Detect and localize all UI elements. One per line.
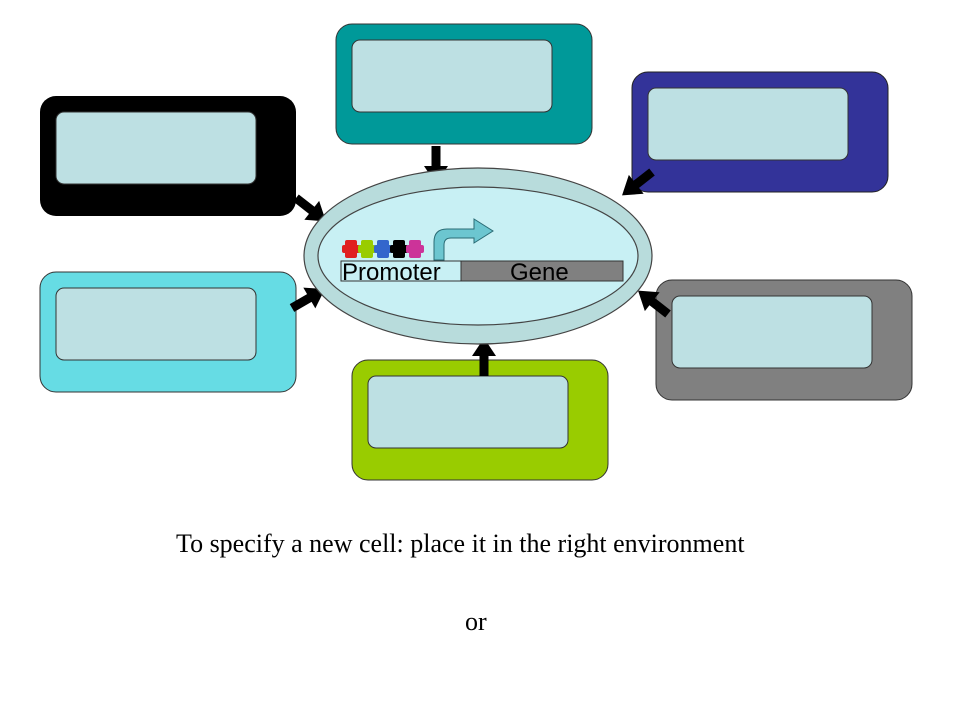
env-box-left-panel [55,287,257,361]
signal-arrow-top-right [622,168,655,196]
blue-site-icon [374,240,392,258]
signal-arrow-top-center-shaft [431,146,441,168]
binding-sites [342,240,424,258]
env-box-top-left-panel [55,111,257,185]
signal-arrow-bottom-center-head [472,338,496,356]
env-box-top-center [335,23,593,145]
magenta-site-icon [406,240,424,258]
magenta-site-bar [406,245,424,253]
signal-arrow-bottom-center [472,338,496,376]
red-site-bar [342,245,360,253]
promoter-label: Promoter [342,259,441,286]
env-box-top-left [40,96,296,216]
black-site-icon [390,240,408,258]
env-box-top-center-panel [351,39,553,113]
env-box-right-panel [671,295,873,369]
transcription-start-arrow-icon [433,218,494,261]
signal-arrow-top-right-head [622,174,644,196]
env-box-left [39,271,297,393]
signal-arrow-top-right-shaft [631,168,655,190]
caption-main: To specify a new cell: place it in the r… [176,529,745,558]
env-box-top-right-panel [647,87,849,161]
signal-arrow-top-left-head [304,200,326,222]
env-box-bottom-center-panel [367,375,569,449]
signal-arrow-right-shaft [647,296,671,318]
signal-arrow-top-left-shaft [293,194,317,216]
signal-arrow-right [638,290,671,318]
gene-bar [460,260,624,282]
signal-arrow-top-left [293,194,326,222]
env-box-right [655,279,913,401]
env-box-top-right [631,71,889,193]
nucleus: Promoter Gene [303,167,653,345]
signal-arrow-right-head [638,290,660,312]
green-site-bar [358,245,376,253]
signal-arrow-bottom-center-shaft [479,354,489,376]
gene-label: Gene [510,259,569,286]
caption-or: or [465,607,487,636]
nucleus-inner [317,186,639,326]
signal-arrow-left-shaft [289,293,314,312]
env-box-bottom-center [351,359,609,481]
green-site-icon [358,240,376,258]
blue-site-bar [374,245,392,253]
black-site-bar [390,245,408,253]
red-site-icon [342,240,360,258]
